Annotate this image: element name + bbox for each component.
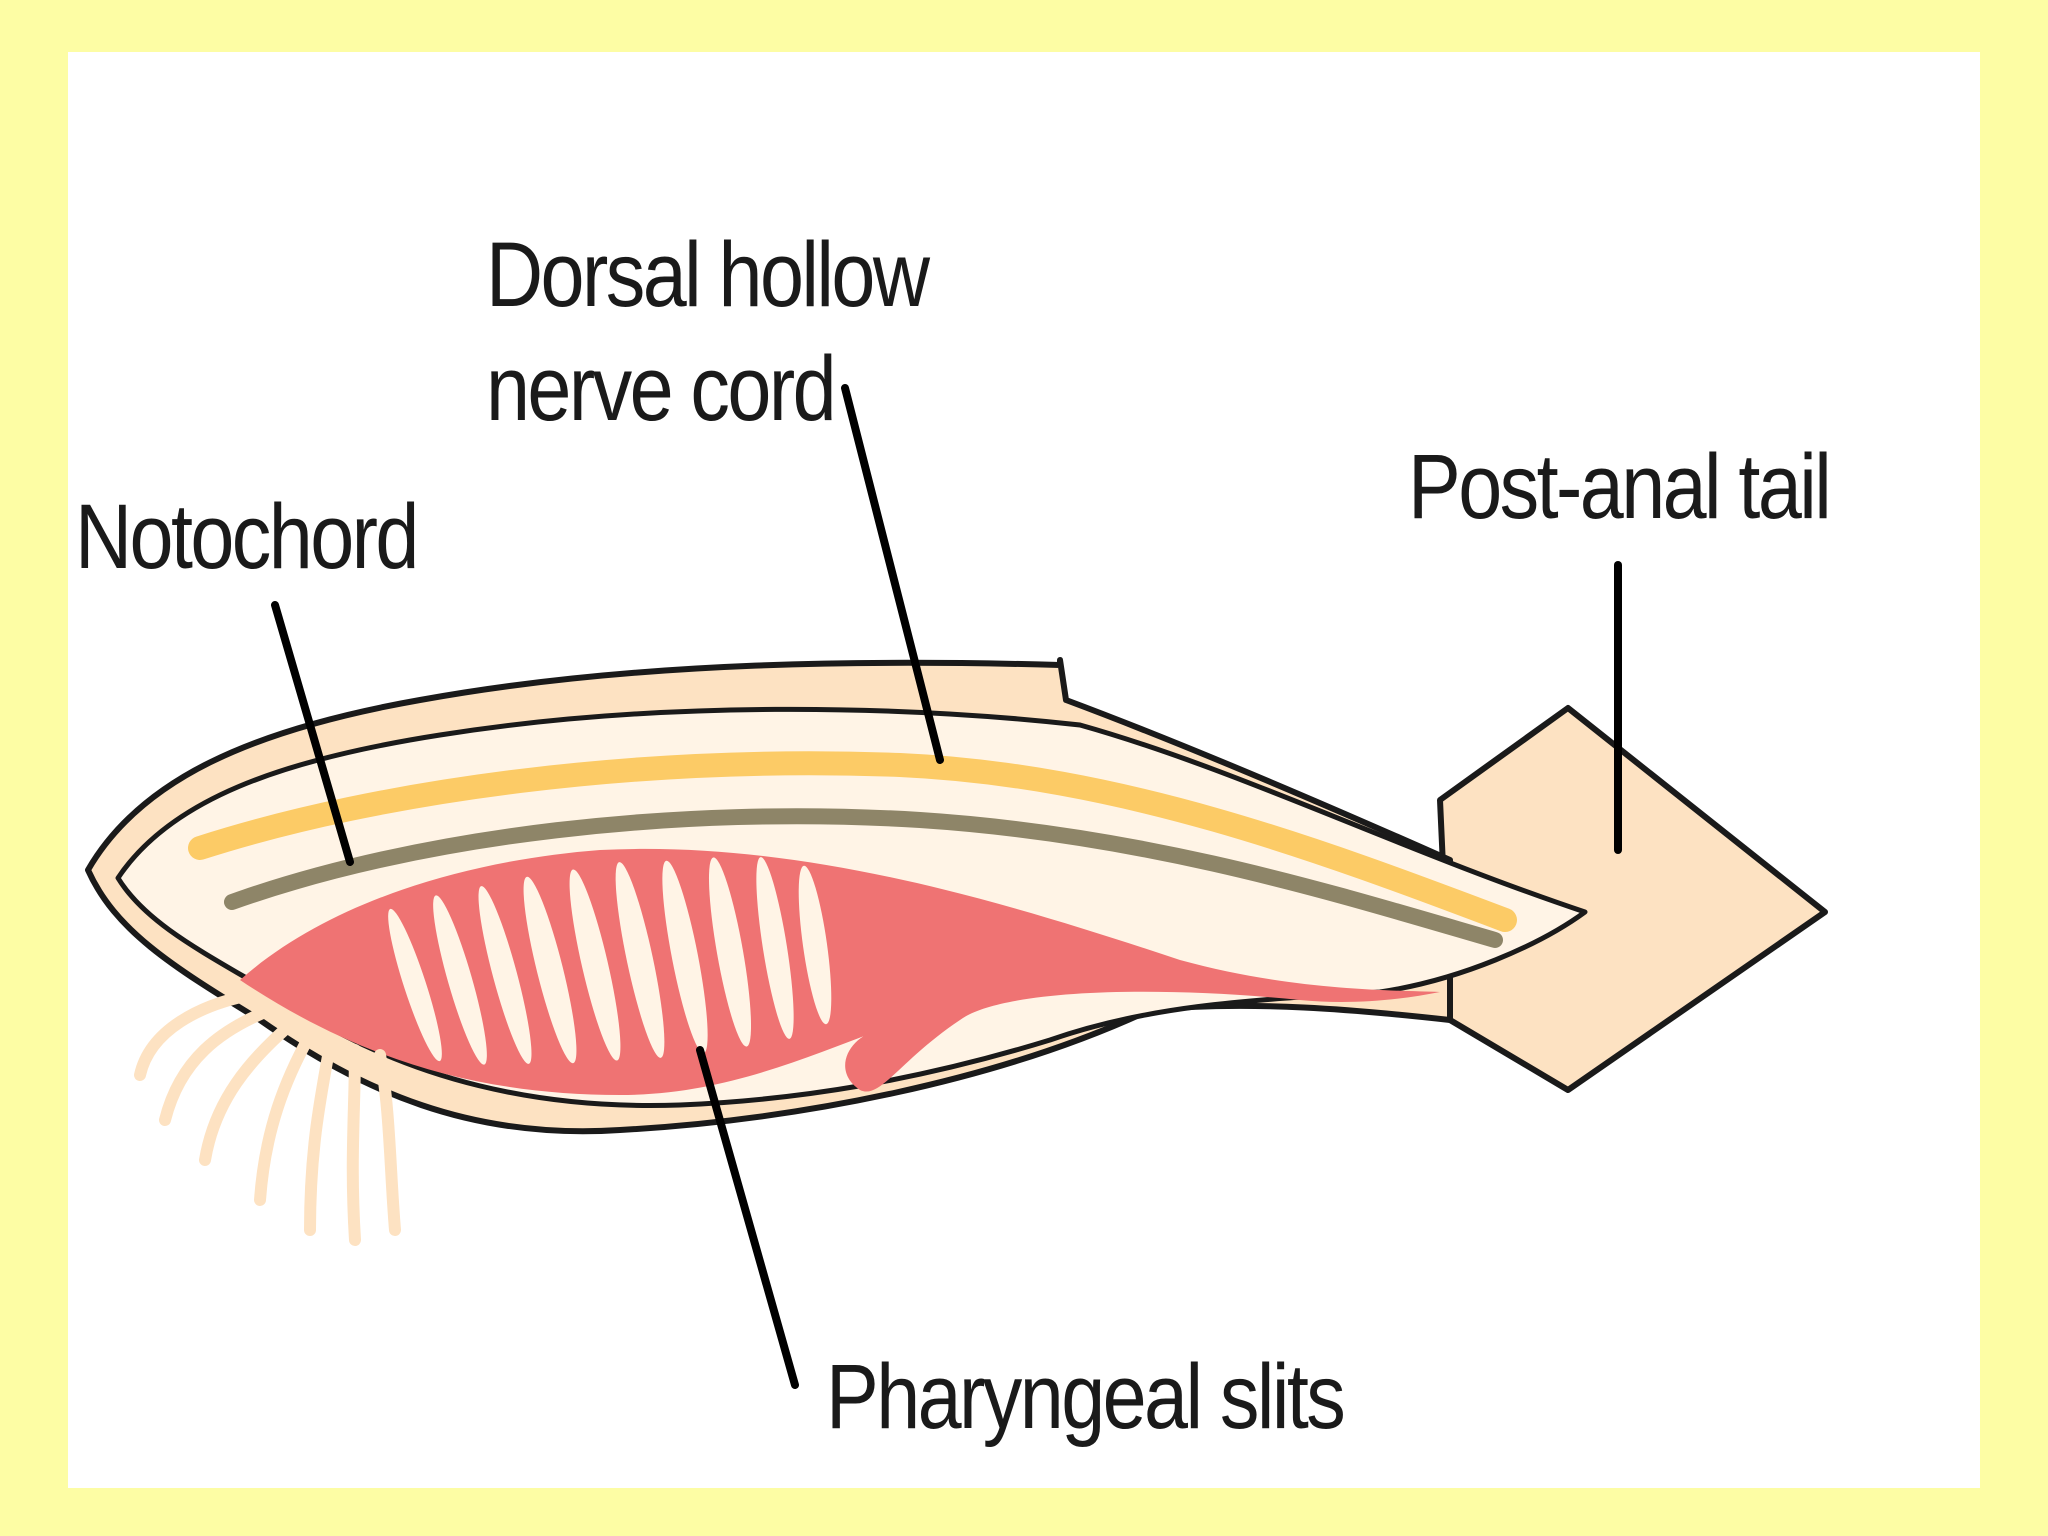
label-notochord: Notochord [75,486,419,588]
label-dorsal-hollow-nerve-cord: Dorsal hollow nerve cord [486,218,930,446]
label-dorsal-line-2: nerve cord [486,338,837,440]
leader-line-pharyngeal-slits [696,1046,799,1389]
leader-lines [271,384,1622,1389]
notochord-rod [224,808,1503,948]
pharyngeal-slit-bars [388,857,832,1065]
label-post-anal-tail: Post-anal tail [1408,436,1832,538]
leader-line-notochord [271,601,354,866]
oral-tentacles-fill [134,989,401,1246]
leader-line-nerve-cord [841,384,944,764]
label-dorsal-line-1: Dorsal hollow [486,224,930,326]
label-pharyngeal-slits: Pharyngeal slits [826,1346,1346,1448]
dorsal-nerve-cord [188,751,1517,932]
